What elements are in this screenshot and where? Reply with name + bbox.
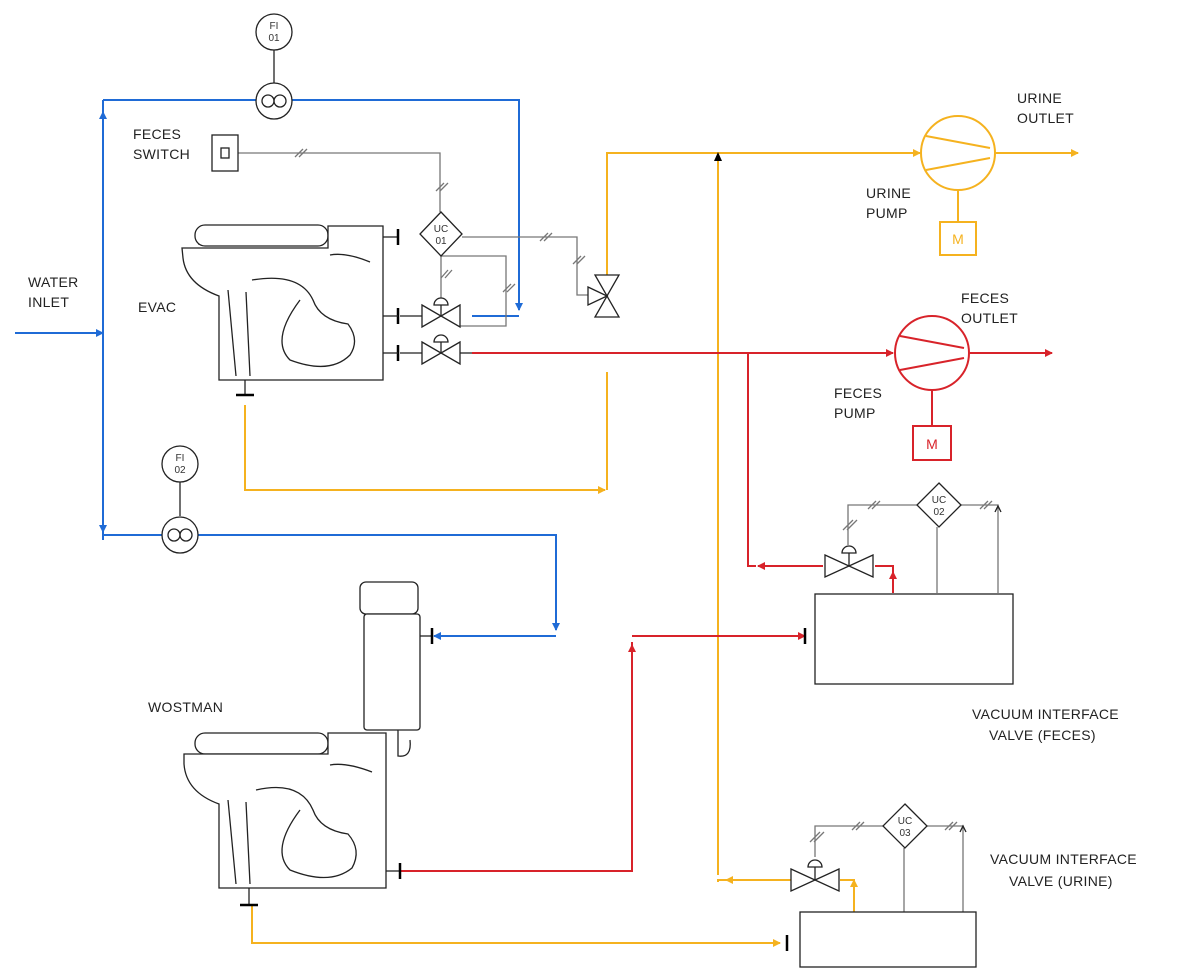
label-urine-pump-2: PUMP xyxy=(866,205,908,221)
feces-lines xyxy=(400,349,1053,872)
label-viu-2: VALVE (URINE) xyxy=(1009,873,1113,889)
label-urine-outlet-2: OUTLET xyxy=(1017,110,1074,126)
label-feces-switch-1: FECES xyxy=(133,126,181,142)
label-viu-1: VACUUM INTERFACE xyxy=(990,851,1137,867)
label-feces-switch-2: SWITCH xyxy=(133,146,190,162)
evac-waste-valve[interactable] xyxy=(400,334,472,366)
evac-toilet xyxy=(181,224,400,397)
label-vif-1: VACUUM INTERFACE xyxy=(972,706,1119,722)
vif-valve[interactable] xyxy=(824,545,874,579)
uc-01-tag-1: UC xyxy=(434,224,448,235)
fi-02-tag-2: 02 xyxy=(174,465,186,476)
uc-03: UC 03 xyxy=(882,803,928,849)
uc-03-tag-2: 03 xyxy=(899,828,911,839)
label-feces-outlet-1: FECES xyxy=(961,290,1009,306)
junction-arrow-icon xyxy=(714,152,722,161)
uc-03-tag-1: UC xyxy=(898,816,912,827)
urine-pump[interactable]: M xyxy=(920,115,996,256)
viu-tank xyxy=(799,911,977,968)
fi-02: FI 02 xyxy=(161,445,199,554)
wostman-toilet xyxy=(183,581,434,907)
vif-tank xyxy=(814,593,1014,685)
fi-02-tag-1: FI xyxy=(176,453,185,464)
feces-pump[interactable]: M xyxy=(894,315,970,461)
label-water-inlet-2: INLET xyxy=(28,294,69,310)
label-wostman: WOSTMAN xyxy=(148,699,223,715)
fi-01-tag-2: 01 xyxy=(268,33,280,44)
label-urine-outlet-1: URINE xyxy=(1017,90,1062,106)
label-water-inlet-1: WATER xyxy=(28,274,79,290)
urine-three-way-valve[interactable] xyxy=(587,274,621,318)
label-evac: EVAC xyxy=(138,299,176,315)
label-vif-2: VALVE (FECES) xyxy=(989,727,1096,743)
fi-01: FI 01 xyxy=(255,13,293,120)
water-lines xyxy=(15,99,560,640)
uc-02-tag-1: UC xyxy=(932,495,946,506)
viu-valve[interactable] xyxy=(790,859,840,893)
fi-01-tag-1: FI xyxy=(270,21,279,32)
evac-water-valve[interactable] xyxy=(400,297,461,329)
label-feces-pump-2: PUMP xyxy=(834,405,876,421)
feces-switch[interactable] xyxy=(211,134,239,172)
urine-pump-motor-label: M xyxy=(952,231,964,247)
signal-lines xyxy=(238,148,1002,912)
uc-01: UC 01 xyxy=(419,211,463,257)
uc-02: UC 02 xyxy=(916,482,962,528)
feces-pump-motor-label: M xyxy=(926,436,938,452)
uc-01-tag-2: 01 xyxy=(435,236,447,247)
label-urine-pump-1: URINE xyxy=(866,185,911,201)
label-feces-outlet-2: OUTLET xyxy=(961,310,1018,326)
uc-02-tag-2: 02 xyxy=(933,507,945,518)
label-feces-pump-1: FECES xyxy=(834,385,882,401)
